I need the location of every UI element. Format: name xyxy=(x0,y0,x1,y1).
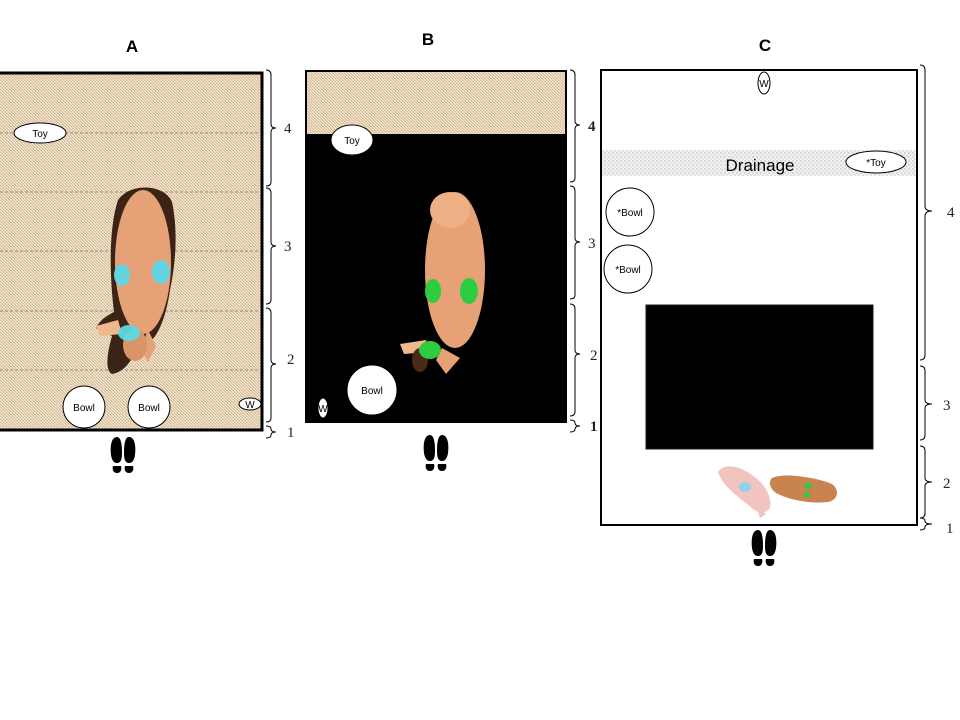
panel-a-toy: Toy xyxy=(13,122,67,144)
panel-c-pig-pink xyxy=(718,466,771,518)
panel-c-zone-1: 1 xyxy=(946,521,954,537)
panel-b: B Toy Bowl W xyxy=(305,30,598,471)
panel-c-zone-brackets xyxy=(919,64,933,531)
panel-c-footprints-icon xyxy=(751,530,777,566)
svg-text:*Toy: *Toy xyxy=(866,158,885,169)
panel-a-water: W xyxy=(238,397,262,411)
svg-text:Bowl: Bowl xyxy=(138,403,160,414)
marker-right-shoulder xyxy=(152,260,170,284)
panel-c-toy: *Toy xyxy=(845,150,907,174)
panel-a-zone-brackets xyxy=(265,69,277,439)
panel-a: A Toy Bowl xyxy=(0,37,295,473)
panel-c-pig-brown xyxy=(770,475,837,503)
marker-neck xyxy=(419,341,441,359)
panel-c-drainage-label: Drainage xyxy=(726,156,795,175)
panel-a-bowl-2: Bowl xyxy=(127,385,171,429)
panel-c-mat xyxy=(645,304,874,450)
panel-c-bowl-1: *Bowl xyxy=(605,187,655,237)
panel-a-zone-1: 1 xyxy=(287,425,295,441)
panel-c-zone-3: 3 xyxy=(943,398,951,414)
svg-text:W: W xyxy=(245,400,255,411)
panel-b-bowl: Bowl xyxy=(346,364,398,416)
panel-a-title: A xyxy=(126,37,138,56)
panel-c-bowl-2: *Bowl xyxy=(603,244,653,294)
svg-text:W: W xyxy=(759,79,769,90)
panel-a-zone-4: 4 xyxy=(284,121,292,137)
panel-c-title: C xyxy=(759,36,771,55)
panel-b-title: B xyxy=(422,30,434,49)
svg-text:*Bowl: *Bowl xyxy=(617,208,643,219)
panel-a-zone-3: 3 xyxy=(284,239,292,255)
svg-text:Toy: Toy xyxy=(32,129,48,140)
panel-c-zone-4: 4 xyxy=(947,205,955,221)
panel-b-zone-brackets xyxy=(569,69,581,433)
panel-b-water: W xyxy=(317,397,329,419)
panel-b-sensor-markers xyxy=(419,278,478,359)
panel-b-zone-2: 2 xyxy=(590,348,598,364)
panel-b-zone-1: 1 xyxy=(590,419,598,435)
marker-right-shoulder xyxy=(460,278,478,304)
panel-a-bowl-1: Bowl xyxy=(62,385,106,429)
panel-a-footprints-icon xyxy=(110,437,136,473)
svg-text:Toy: Toy xyxy=(344,136,360,147)
svg-text:Bowl: Bowl xyxy=(73,403,95,414)
svg-text:Bowl: Bowl xyxy=(361,386,383,397)
marker-neck xyxy=(118,325,140,341)
panel-b-slatted-floor xyxy=(306,71,566,135)
panel-c-mat-label: Mat xyxy=(750,374,768,385)
panel-a-zone-2: 2 xyxy=(287,352,295,368)
svg-text:*Bowl: *Bowl xyxy=(615,265,641,276)
panel-b-zone-3: 3 xyxy=(588,236,596,252)
panel-b-zone-4: 4 xyxy=(588,119,596,135)
marker-left-shoulder xyxy=(114,264,130,286)
panel-a-sensor-markers xyxy=(114,260,170,341)
panel-b-footprints-icon xyxy=(423,435,449,471)
panel-c-water: W xyxy=(757,71,771,95)
panel-c-zone-2: 2 xyxy=(943,476,951,492)
panel-b-toy: Toy xyxy=(330,124,374,156)
panel-b-pig xyxy=(400,192,485,374)
panel-c: C W Drainage *Toy *Bowl *Bowl Mat xyxy=(600,36,955,566)
panel-c-pen xyxy=(600,69,918,526)
marker-left-shoulder xyxy=(425,279,441,303)
svg-text:W: W xyxy=(318,404,328,415)
